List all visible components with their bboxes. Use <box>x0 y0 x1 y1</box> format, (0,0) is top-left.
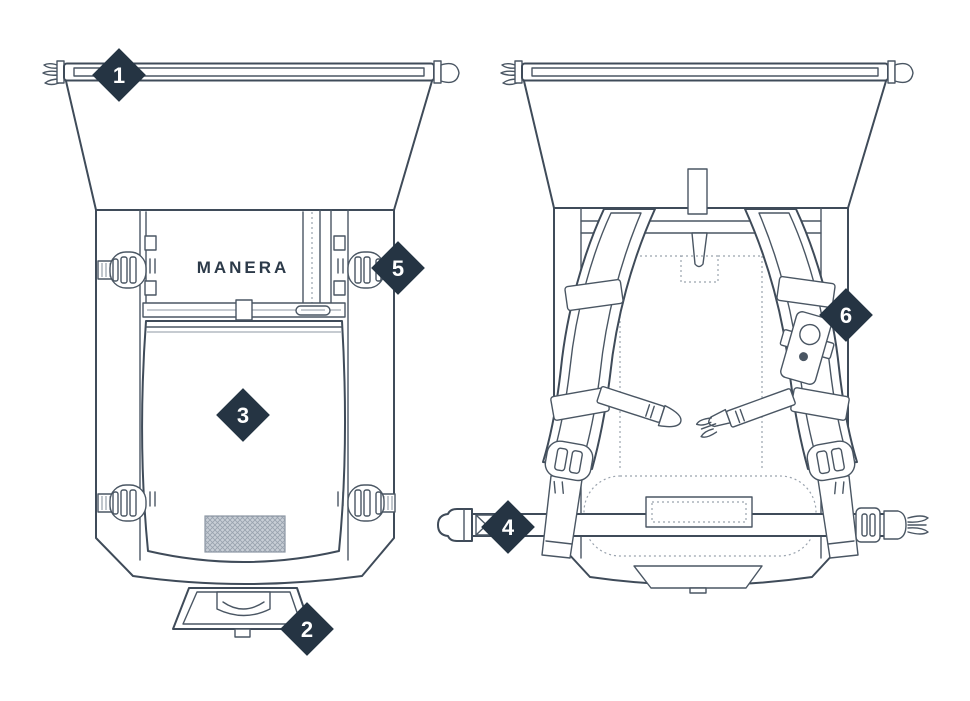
mesh-pocket <box>141 320 347 563</box>
buckle-female-icon <box>894 62 914 84</box>
marker-5: 5 <box>371 241 425 295</box>
marker-diamond <box>216 388 270 442</box>
roll-bar-inner <box>73 67 425 77</box>
buckle-cap <box>514 60 523 84</box>
strap-clip <box>779 311 835 385</box>
strap-keeper <box>776 275 836 309</box>
panel-tab <box>333 235 346 251</box>
roll-top-bar-front <box>42 60 460 86</box>
marker-diamond <box>371 241 425 295</box>
waist-buckle-male-icon <box>437 508 473 542</box>
strap-keeper <box>564 278 624 312</box>
front-view: MANERA <box>42 60 460 638</box>
center-tab <box>235 299 253 321</box>
buckle-prongs-icon <box>42 63 61 86</box>
mesh-surface <box>141 320 347 563</box>
marker-number: 1 <box>113 63 125 88</box>
side-buckle-right-bottom <box>337 484 396 522</box>
roll-top-bar-back <box>500 60 914 86</box>
marker-number: 3 <box>237 403 249 428</box>
marker-number: 4 <box>502 515 515 540</box>
sternum-strap-right <box>695 388 796 438</box>
waist-strap-slider <box>855 507 881 543</box>
sternum-strap-left <box>596 385 682 428</box>
grab-handle-tab <box>687 168 708 215</box>
sternum-buckle-female-icon <box>657 404 682 428</box>
marker-diamond <box>92 48 146 102</box>
panel-tab <box>333 280 346 296</box>
side-buckle-left-bottom <box>97 484 156 522</box>
shoulder-strap-left <box>542 208 656 470</box>
panel-tab <box>144 280 157 296</box>
marker-3: 3 <box>216 388 270 442</box>
front-zipper-band <box>142 299 346 321</box>
ladder-buckle-right <box>806 440 856 495</box>
buckle-cap <box>887 60 896 84</box>
handle-cutout <box>216 591 271 617</box>
strap-hash-marks <box>149 258 344 274</box>
front-pocket-panel <box>144 209 346 304</box>
handle-tab <box>234 628 251 638</box>
mesh-patch <box>204 515 286 553</box>
zipper-channel <box>319 209 332 304</box>
marker-1: 1 <box>92 48 146 102</box>
roll-bar-inner <box>531 67 879 77</box>
waist-buckle-right-icon <box>883 510 929 540</box>
marker-4: 4 <box>481 500 535 554</box>
lumbar-patch <box>645 496 753 528</box>
brand-label: MANERA <box>197 258 290 277</box>
marker-number: 2 <box>301 617 313 642</box>
shoulder-strap-right <box>744 208 858 470</box>
panel-tab <box>144 235 157 251</box>
buckle-cap <box>56 60 65 84</box>
top-flap-back <box>523 80 887 209</box>
buckle-cap <box>433 60 442 84</box>
back-view <box>437 60 929 594</box>
top-flap-front <box>65 80 433 211</box>
bottom-handle-back <box>633 565 763 594</box>
marker-number: 5 <box>392 256 404 281</box>
buckle-female-icon <box>440 62 460 84</box>
ladder-buckle-left <box>544 440 594 495</box>
side-buckle-left-top <box>97 251 147 289</box>
buckle-prongs-icon <box>500 63 519 86</box>
roll-bar <box>521 62 889 82</box>
marker-number: 6 <box>840 303 852 328</box>
hanger-loop <box>691 232 708 268</box>
